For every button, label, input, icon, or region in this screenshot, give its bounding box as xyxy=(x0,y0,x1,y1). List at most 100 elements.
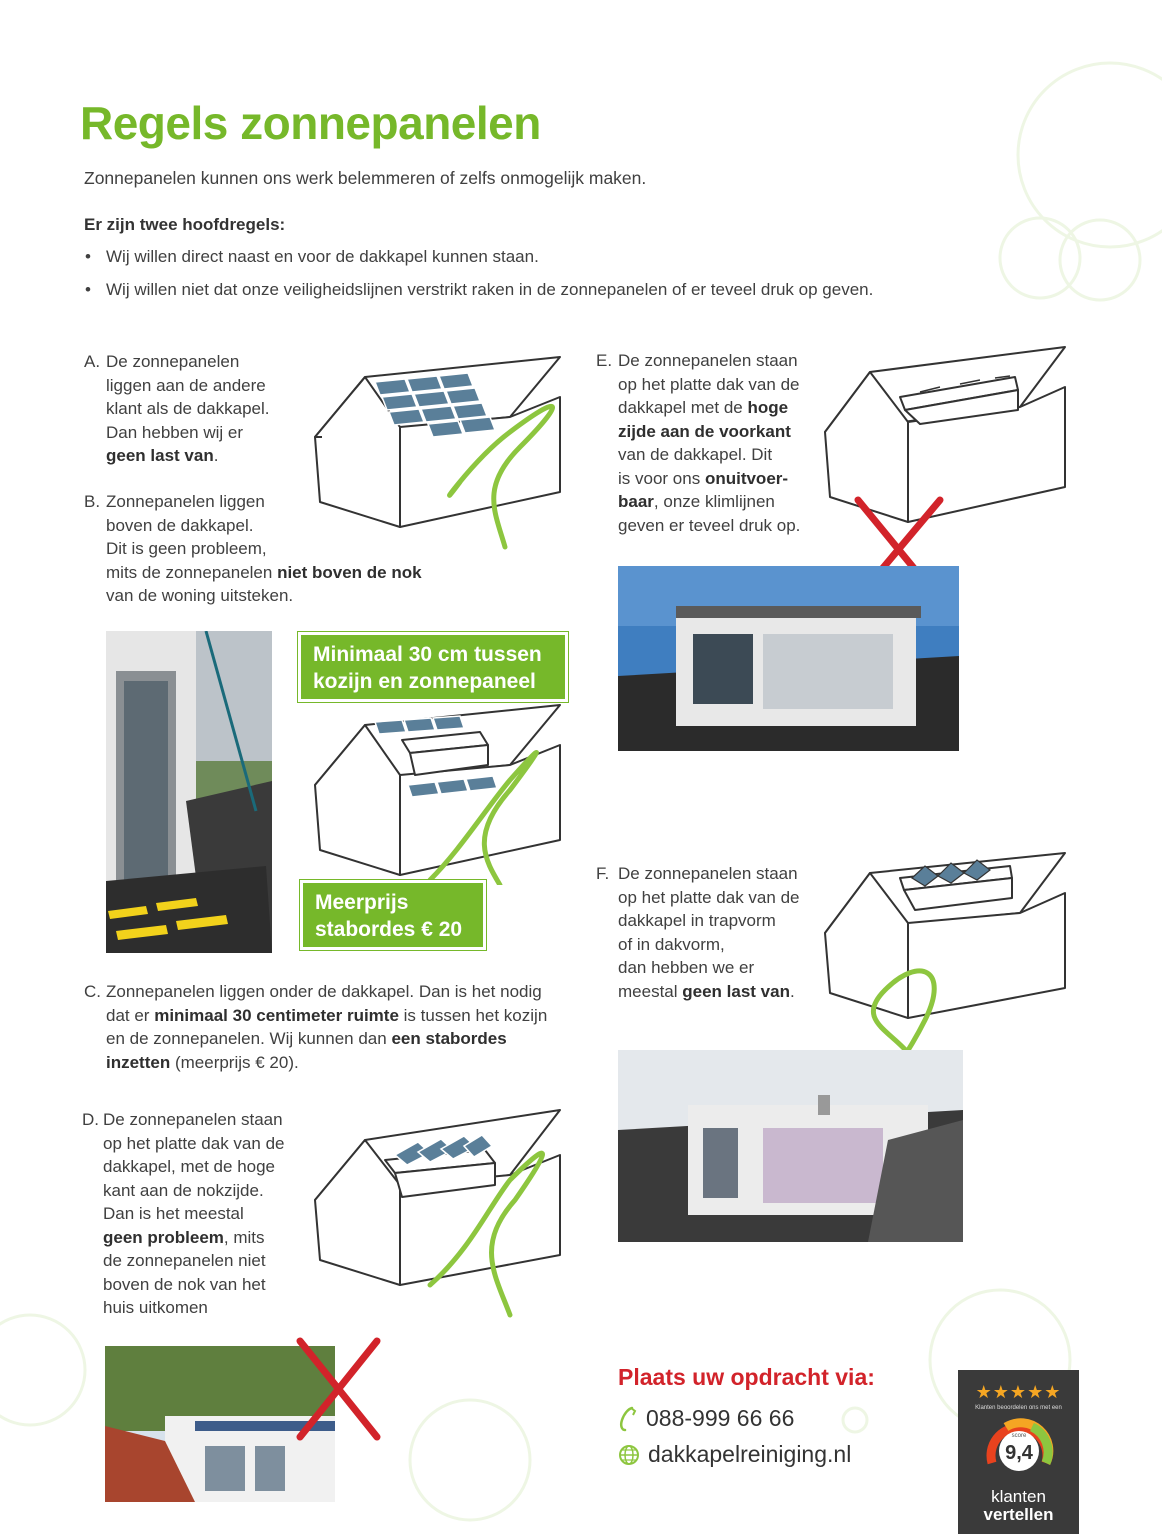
house-illustration-d xyxy=(314,1109,561,1318)
item-line: klant als de dakkapel. xyxy=(106,399,270,418)
item-line: geven er teveel druk op. xyxy=(618,515,801,535)
item-line: is voor ons onuitvoer- xyxy=(618,467,800,491)
item-line: de zonnepanelen niet xyxy=(103,1251,266,1270)
item-text: , onze klimlijnen xyxy=(653,492,775,511)
item-line: dakkapel, met de hoge xyxy=(103,1157,276,1176)
callout-line: Meerprijs xyxy=(315,891,409,914)
item-line: geen last van. xyxy=(106,444,270,468)
item-line: Dan hebben wij er xyxy=(106,422,244,442)
item-line: Zonnepanelen liggen onder de dakkapel. D… xyxy=(106,982,542,1001)
item-text: en de zonnepanelen. Wij kunnen dan xyxy=(106,1029,392,1048)
item-line: of in dakvorm, xyxy=(618,934,725,954)
score-dial-icon: score 9,4 xyxy=(986,1418,1053,1471)
intro-text: Zonnepanelen kunnen ons werk belemmeren … xyxy=(84,168,647,188)
house-illustration-b xyxy=(314,704,561,885)
callout-min-space: Minimaal 30 cm tussen kozijn en zonnepan… xyxy=(297,631,569,703)
item-bold: inzetten xyxy=(106,1052,171,1072)
item-line: mits de zonnepanelen niet boven de nok xyxy=(106,561,422,585)
item-line: dat er minimaal 30 centimeter ruimte is … xyxy=(106,1004,547,1028)
item-line: De zonnepanelen staan xyxy=(103,1110,283,1129)
callout-line: kozijn en zonnepaneel xyxy=(313,670,536,693)
callout-line: Minimaal 30 cm tussen xyxy=(313,643,542,666)
item-line: liggen aan de andere xyxy=(106,375,266,395)
item-c: C. Zonnepanelen liggen onder de dakkapel… xyxy=(84,980,547,1074)
item-text: . xyxy=(789,981,795,1001)
item-text: is voor ons xyxy=(618,468,705,488)
item-line: dan hebben we er xyxy=(618,958,755,977)
item-bold: niet boven de nok xyxy=(277,562,422,582)
item-letter: D. xyxy=(82,1110,99,1129)
item-line: boven de nok van het xyxy=(103,1274,266,1294)
item-letter: A. xyxy=(84,352,101,371)
item-b: B. Zonnepanelen liggen boven de dakkapel… xyxy=(84,490,422,608)
item-line: Zonnepanelen liggen xyxy=(106,492,265,511)
item-bold: hoge xyxy=(747,398,789,417)
rules-heading: Er zijn twee hoofdregels: xyxy=(84,215,286,234)
item-line: boven de dakkapel. xyxy=(106,515,254,535)
item-line: baar, onze klimlijnen xyxy=(618,490,800,514)
item-letter: C. xyxy=(84,982,101,1001)
callout-line: stabordes € 20 xyxy=(315,918,463,941)
item-d: D. De zonnepanelen staan op het platte d… xyxy=(82,1108,284,1320)
item-text: (meerprijs € 20). xyxy=(170,1052,299,1072)
item-e: E. De zonnepanelen staan op het platte d… xyxy=(596,349,800,537)
score-label: score xyxy=(1011,1433,1026,1439)
item-line: op het platte dak van de xyxy=(618,374,800,394)
item-text: is tussen het kozijn xyxy=(398,1005,548,1025)
score-value: 9,4 xyxy=(1005,1442,1034,1464)
rules-list: Wij willen direct naast en voor de dakka… xyxy=(84,246,873,312)
item-f: F. De zonnepanelen staan op het platte d… xyxy=(596,862,799,1003)
item-line: op het platte dak van de xyxy=(103,1133,285,1153)
callout-price: Meerprijs stabordes € 20 xyxy=(299,879,487,951)
item-bold: minimaal 30 centimeter ruimte xyxy=(154,1005,399,1025)
red-cross-icon xyxy=(296,1337,381,1441)
item-letter: B. xyxy=(84,492,101,511)
website-url: dakkapelreiniging.nl xyxy=(648,1441,852,1467)
item-line: meestal geen last van. xyxy=(618,980,799,1004)
item-line: op het platte dak van de xyxy=(618,887,800,907)
item-line: van de woning uitsteken. xyxy=(106,586,294,605)
phone-icon xyxy=(619,1406,637,1431)
item-text: dakkapel met de xyxy=(618,398,748,417)
phone-number: 088-999 66 66 xyxy=(646,1405,795,1431)
item-line: De zonnepanelen xyxy=(106,352,240,371)
item-line: geen probleem, mits xyxy=(103,1226,284,1250)
rule-item: Wij willen niet dat onze veiligheidslijn… xyxy=(84,279,873,300)
item-bold: zijde aan de voorkant xyxy=(618,421,791,441)
item-text: meestal xyxy=(618,981,683,1001)
photo-dakkapel-e xyxy=(618,566,959,751)
item-line: dakkapel met de hoge xyxy=(618,396,800,420)
item-text: . xyxy=(213,446,219,465)
item-line: kant aan de nokzijde. xyxy=(103,1180,264,1200)
item-line: De zonnepanelen staan xyxy=(618,864,798,883)
item-text: dat er xyxy=(106,1005,155,1025)
item-bold: geen probleem xyxy=(103,1227,224,1247)
photo-dakkapel-f xyxy=(618,1050,963,1242)
item-line: inzetten (meerprijs € 20). xyxy=(106,1051,547,1075)
item-line: Dit is geen probleem, xyxy=(106,539,267,558)
contact-title: Plaats uw opdracht via: xyxy=(618,1364,875,1390)
item-letter: E. xyxy=(596,351,613,370)
badge-brand: klanten vertellen xyxy=(958,1488,1079,1524)
item-line: huis uitkomen xyxy=(103,1298,208,1317)
item-line: zijde aan de voorkant xyxy=(618,420,800,444)
item-line: en de zonnepanelen. Wij kunnen dan een s… xyxy=(106,1027,547,1051)
review-badge[interactable]: ★★★★★ Klanten beoordelen ons met een sco… xyxy=(958,1370,1079,1534)
item-line: van de dakkapel. Dit xyxy=(618,445,773,464)
item-text: mits de zonnepanelen xyxy=(106,562,278,582)
item-line: De zonnepanelen staan xyxy=(618,351,798,370)
rating-stars: ★★★★★ xyxy=(975,1382,1062,1402)
badge-brand-line: klanten xyxy=(991,1487,1046,1506)
house-illustration-e xyxy=(824,346,1066,523)
item-bold: geen last van xyxy=(106,446,214,465)
item-bold: baar xyxy=(618,492,654,511)
item-text: , mits xyxy=(223,1227,265,1247)
item-letter: F. xyxy=(596,864,610,883)
item-bold: een stabordes xyxy=(391,1029,507,1048)
badge-brand-line: vertellen xyxy=(983,1505,1054,1524)
contact-phone[interactable]: 088-999 66 66 xyxy=(618,1405,794,1432)
rule-item: Wij willen direct naast en voor de dakka… xyxy=(84,246,873,267)
item-line: Dan is het meestal xyxy=(103,1204,244,1223)
item-bold: onuitvoer- xyxy=(704,468,789,488)
contact-web[interactable]: dakkapelreiniging.nl xyxy=(618,1441,851,1468)
